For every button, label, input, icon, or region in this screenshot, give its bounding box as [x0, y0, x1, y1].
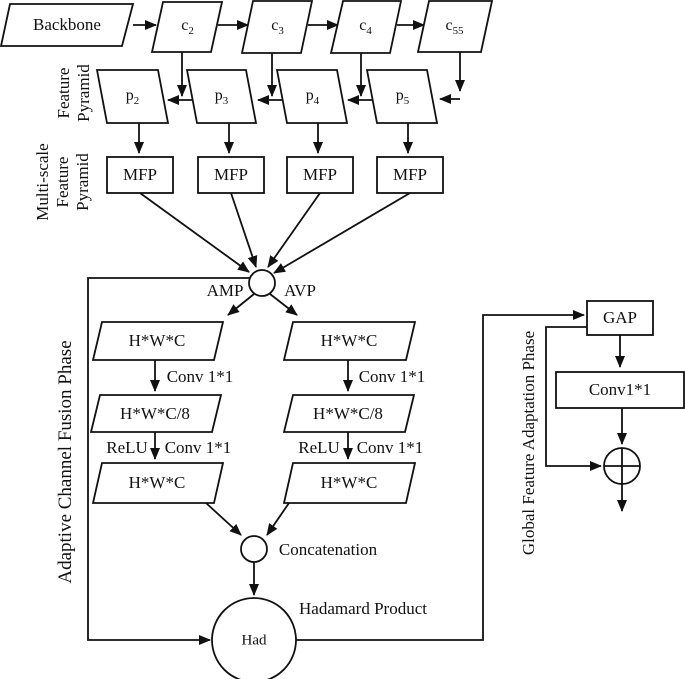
- hwc-left2-label: H*W*C: [128, 473, 186, 492]
- p4-shape: [275, 69, 349, 124]
- p4-label: p4: [305, 86, 320, 108]
- hwc-left1-label: H*W*C: [128, 331, 186, 350]
- arrow-fusion-amp: [227, 293, 255, 316]
- hwc-right1-label: H*W*C: [320, 331, 378, 350]
- arrow-mfp1-fusion: [139, 192, 250, 273]
- hwc-right2-label: H*W*C: [320, 473, 378, 492]
- c3-label: c3: [271, 16, 284, 38]
- hwc-left1-shape: [91, 321, 225, 361]
- gfa-conv-label: Conv1*1: [588, 380, 652, 399]
- c2-shape: [150, 1, 224, 53]
- route-had-gap: [296, 310, 585, 641]
- hwc8-right-shape: [282, 394, 416, 433]
- p2-label: p2: [125, 86, 140, 108]
- c4-label: c4: [359, 16, 372, 38]
- hwc-left2-shape: [91, 462, 225, 504]
- mfp2-shape: [197, 156, 265, 194]
- p5-shape: [365, 69, 439, 124]
- adaptive-channel-fusion-side-label: Adaptive Channel Fusion Phase: [55, 340, 76, 584]
- arrow-right-concat: [266, 502, 290, 536]
- hwc8-right-label: H*W*C/8: [313, 403, 383, 423]
- mfp4-label: MFP: [392, 165, 428, 184]
- global-feature-adaptation-side-label: Global Feature Adaptation Phase: [519, 330, 538, 556]
- mfp1-shape: [106, 156, 174, 194]
- p3-label: p3: [214, 86, 229, 108]
- arrow-mfp2-fusion: [230, 192, 258, 268]
- conv-label-right2: Conv 1*1: [356, 438, 424, 458]
- avp-label: AVP: [284, 281, 316, 301]
- arrow-mfp4-fusion: [273, 192, 411, 274]
- amp-label: AMP: [206, 281, 244, 301]
- route-fusion-had: [87, 277, 251, 645]
- gap-label: GAP: [602, 308, 637, 327]
- conv-label-left1: Conv 1*1: [166, 367, 234, 387]
- gfa-conv-shape: [555, 371, 685, 409]
- c55-label: c55: [445, 16, 464, 38]
- p5-label: p5: [395, 86, 410, 108]
- gap-shape: [586, 300, 654, 336]
- mfp3-label: MFP: [302, 165, 338, 184]
- fusion-circle: [248, 269, 276, 297]
- backbone-shape: [0, 3, 135, 47]
- mfp4-shape: [376, 156, 444, 194]
- relu-label-right: ReLU: [298, 438, 340, 458]
- hwc8-left-shape: [89, 394, 223, 433]
- mfp1-label: MFP: [122, 165, 158, 184]
- hadamard-circle: [211, 597, 297, 679]
- arrow-fusion-avp: [269, 293, 298, 316]
- hwc-right2-shape: [282, 462, 417, 504]
- conv-label-left2: Conv 1*1: [164, 438, 232, 458]
- had-node-label: Had: [241, 632, 267, 649]
- arrow-mfp3-fusion: [267, 192, 321, 268]
- hwc-right1-shape: [282, 321, 417, 361]
- p3-shape: [185, 69, 258, 124]
- p2-shape: [95, 69, 170, 124]
- concat-circle: [240, 535, 268, 563]
- mfp3-shape: [286, 156, 354, 194]
- conv-label-right1: Conv 1*1: [358, 367, 426, 387]
- mfp2-label: MFP: [213, 165, 249, 184]
- route-skip-plus: [545, 326, 602, 471]
- c55-shape: [416, 0, 494, 53]
- multiscale-feature-pyramid-side-label: Multi-scale Feature Pyramid: [33, 143, 92, 221]
- c2-label: c2: [181, 16, 194, 38]
- c3-shape: [240, 0, 314, 54]
- concatenation-label: Concatenation: [278, 540, 378, 560]
- arrow-left-concat: [205, 502, 242, 536]
- hwc8-left-label: H*W*C/8: [120, 403, 190, 423]
- relu-label-left: ReLU: [106, 438, 148, 458]
- hadamard-product-label: Hadamard Product: [299, 599, 427, 619]
- backbone-label: Backbone: [33, 15, 101, 34]
- connectors: [87, 20, 627, 645]
- c4-shape: [329, 0, 403, 54]
